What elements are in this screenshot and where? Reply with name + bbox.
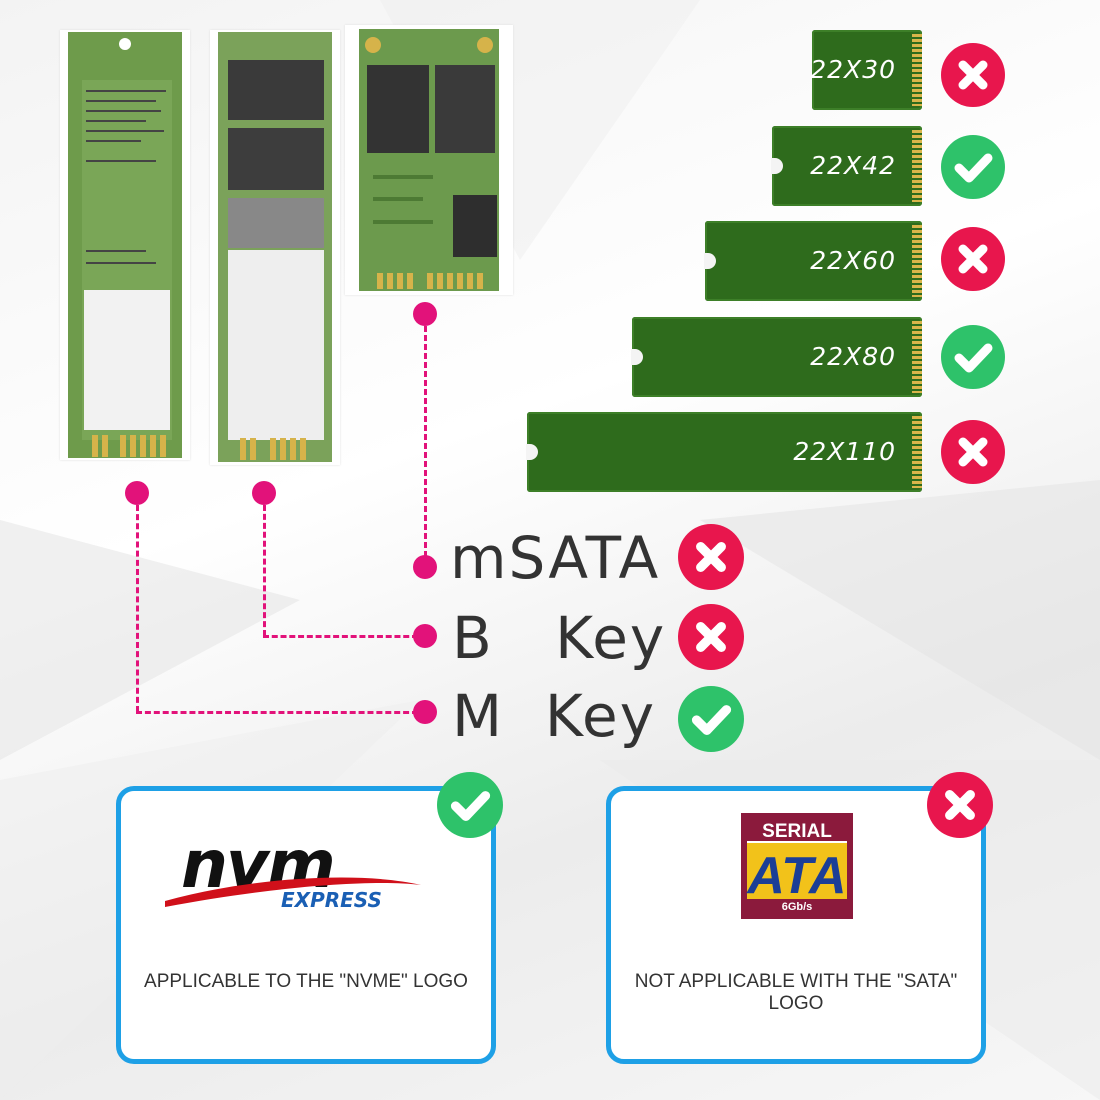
cross-icon <box>941 420 1005 484</box>
m-key-connector-dot <box>125 481 149 505</box>
msata-label: mSATA <box>450 524 661 592</box>
check-icon <box>437 772 503 838</box>
nvme-logo-sub: EXPRESS <box>281 888 382 912</box>
cross-icon <box>678 604 744 670</box>
msata-connector-line <box>424 326 427 566</box>
b-key-label: B Key <box>452 604 667 672</box>
m-key-ssd-module <box>60 30 190 460</box>
size-bar-22x80: 22X80 <box>631 317 922 397</box>
nvme-caption: APPLICABLE TO THE "NVME" LOGO <box>144 971 468 992</box>
size-bar-22x110: 22X110 <box>526 412 922 492</box>
b-key-label-dot <box>413 624 437 648</box>
sata-logo-main: ATA <box>745 847 846 905</box>
m-key-connector-line <box>136 505 139 712</box>
size-bar-22x42: 22X42 <box>771 126 922 206</box>
sata-panel: SERIAL ATA 6Gb/s NOT APPLICABLE WITH THE… <box>606 786 986 1064</box>
sata-caption: NOT APPLICABLE WITH THE "SATA" LOGO <box>634 971 958 1014</box>
msata-ssd-module <box>345 25 513 295</box>
msata-label-dot <box>413 555 437 579</box>
sata-logo: SERIAL ATA 6Gb/s <box>741 813 853 919</box>
check-icon <box>941 325 1005 389</box>
cross-icon <box>941 227 1005 291</box>
nvme-logo: nvm EXPRESS <box>165 827 421 912</box>
m-key-connector-line-h <box>136 711 418 714</box>
m-key-label: M Key <box>452 682 657 750</box>
size-label: 22X42 <box>810 151 896 180</box>
size-label: 22X60 <box>810 246 896 275</box>
b-key-connector-dot <box>252 481 276 505</box>
cross-icon <box>941 43 1005 107</box>
cross-icon <box>927 772 993 838</box>
size-bar-22x30: 22X30 <box>810 30 922 110</box>
cross-icon <box>678 524 744 590</box>
size-label: 22X30 <box>810 55 896 84</box>
nvme-panel: nvm EXPRESS APPLICABLE TO THE "NVME" LOG… <box>116 786 496 1064</box>
check-icon <box>941 135 1005 199</box>
size-label: 22X80 <box>810 342 896 371</box>
b-key-connector-line <box>263 505 266 636</box>
size-bar-22x60: 22X60 <box>704 221 922 301</box>
sata-logo-speed: 6Gb/s <box>782 901 813 913</box>
sata-logo-top: SERIAL <box>762 821 832 842</box>
m-key-label-dot <box>413 700 437 724</box>
size-label: 22X110 <box>793 437 896 466</box>
b-key-ssd-module <box>210 30 340 465</box>
check-icon <box>678 686 744 752</box>
msata-connector-dot <box>413 302 437 326</box>
b-key-connector-line-h <box>263 635 418 638</box>
